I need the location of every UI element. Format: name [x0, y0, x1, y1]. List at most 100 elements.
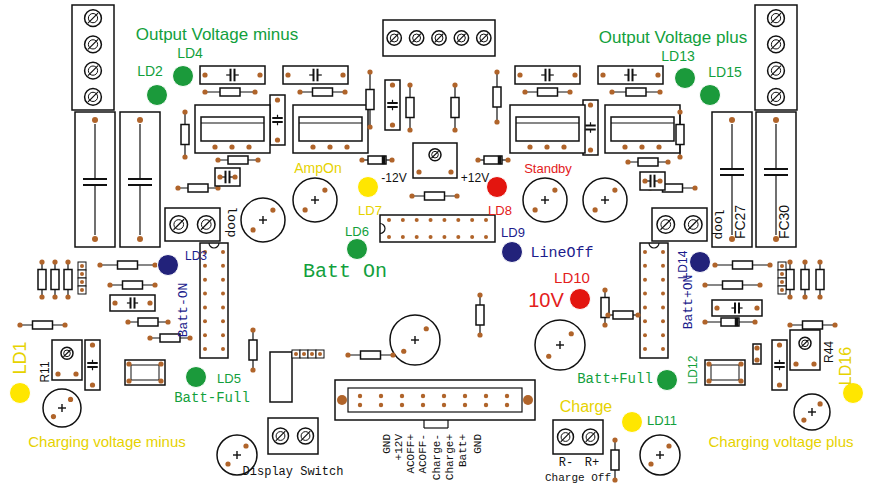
solder-pad	[52, 294, 57, 299]
terminal-screw	[454, 31, 468, 45]
pin-header	[778, 278, 786, 286]
capacitor-outline	[215, 168, 240, 186]
solder-pad	[429, 235, 433, 239]
solder-pad	[80, 264, 84, 268]
rotated-silkscreen-label: Batt-ON	[177, 283, 190, 338]
screw-slot	[63, 350, 70, 357]
solder-pad	[702, 319, 707, 324]
rotated-silkscreen-label: FC27	[733, 205, 747, 239]
resistor-symbol	[613, 311, 633, 319]
silkscreen-label: LD15	[708, 65, 741, 79]
screw-slot	[88, 13, 98, 23]
resistor-symbol	[723, 281, 743, 289]
polarity-mark	[659, 451, 660, 459]
resistor-symbol	[451, 98, 459, 118]
solder-pad	[407, 82, 412, 87]
screw-head	[771, 92, 780, 101]
solder-pad	[754, 305, 759, 310]
silkscreen-label: Charging voltage minus	[28, 434, 186, 449]
screw-head	[301, 432, 310, 441]
regulator-body	[299, 117, 362, 141]
pin-header	[292, 350, 300, 358]
solder-pad	[517, 72, 522, 77]
solder-pad	[221, 305, 225, 309]
silkscreen-label: Charge	[560, 399, 612, 415]
solder-pad	[55, 371, 60, 376]
terminal-block	[165, 208, 220, 241]
solder-pad	[221, 347, 225, 351]
led	[700, 85, 721, 106]
solder-pad	[97, 262, 102, 267]
trimmer-outline	[52, 340, 82, 380]
solder-pad	[203, 292, 207, 296]
solder-pad	[80, 280, 84, 284]
screw-head	[88, 14, 97, 23]
pin-header	[308, 350, 316, 358]
silkscreen-label: AmpOn	[294, 161, 341, 175]
terminal-screw	[429, 149, 441, 161]
solder-pad	[221, 319, 225, 323]
solder-pad	[544, 144, 549, 149]
solder-pad	[232, 174, 237, 179]
solder-pad	[39, 294, 44, 299]
screw-head	[390, 34, 398, 42]
terminal-screw	[409, 31, 423, 45]
solder-pad	[470, 235, 474, 239]
solder-pad	[17, 322, 22, 327]
solder-pad	[738, 361, 743, 366]
led	[622, 412, 643, 433]
solder-pad	[379, 394, 383, 398]
solder-pad	[137, 236, 143, 242]
resistor-symbol	[538, 88, 558, 96]
solder-pad	[424, 326, 429, 331]
solder-pad	[442, 218, 446, 222]
solder-pad	[661, 278, 665, 282]
silkscreen-label: LD4	[177, 46, 203, 60]
led	[657, 370, 678, 391]
solder-pad	[345, 352, 350, 357]
resistor-symbol	[249, 340, 257, 360]
solder-pad	[787, 322, 792, 327]
solder-pad	[625, 159, 630, 164]
electrolytic-capacitor-outline	[75, 112, 115, 247]
capacitor-lead	[277, 122, 278, 125]
solder-pad	[358, 394, 362, 398]
capacitor-lead	[779, 367, 780, 370]
solder-pad	[635, 312, 640, 317]
rotated-silkscreen-label: Charge-	[432, 434, 443, 480]
solder-pad	[609, 89, 614, 94]
resistor-symbol	[801, 270, 809, 290]
solder-pad	[666, 443, 671, 448]
solder-pad	[448, 169, 453, 174]
diode-band	[735, 318, 738, 326]
solder-pad	[463, 403, 467, 407]
solder-pad	[303, 207, 308, 212]
solder-pad	[661, 333, 665, 337]
solder-pad	[757, 282, 762, 287]
rotated-silkscreen-label: FC30	[777, 205, 791, 239]
silkscreen-label: Standby	[524, 162, 572, 175]
solder-pad	[612, 437, 617, 442]
solder-pad	[643, 305, 647, 309]
solder-pad	[712, 262, 717, 267]
solder-pad	[442, 235, 446, 239]
solder-pad	[409, 193, 414, 198]
led	[843, 383, 864, 404]
solder-pad	[738, 378, 743, 383]
capacitor-lead	[550, 74, 554, 75]
terminal-screw	[432, 31, 446, 45]
silkscreen-label: LD10	[554, 270, 590, 285]
solder-pad	[340, 72, 345, 77]
connector-key	[424, 427, 448, 428]
screw-slot	[586, 432, 596, 442]
polarity-mark	[811, 408, 812, 416]
screw-head	[688, 220, 698, 230]
resistor-symbol	[816, 270, 824, 290]
solder-pad	[203, 305, 207, 309]
electrolytic-capacitor-outline	[712, 112, 752, 247]
terminal-screw	[799, 337, 811, 349]
capacitor-lead	[94, 124, 95, 179]
screw-head	[435, 34, 443, 42]
silkscreen-label: 10V	[528, 290, 564, 310]
